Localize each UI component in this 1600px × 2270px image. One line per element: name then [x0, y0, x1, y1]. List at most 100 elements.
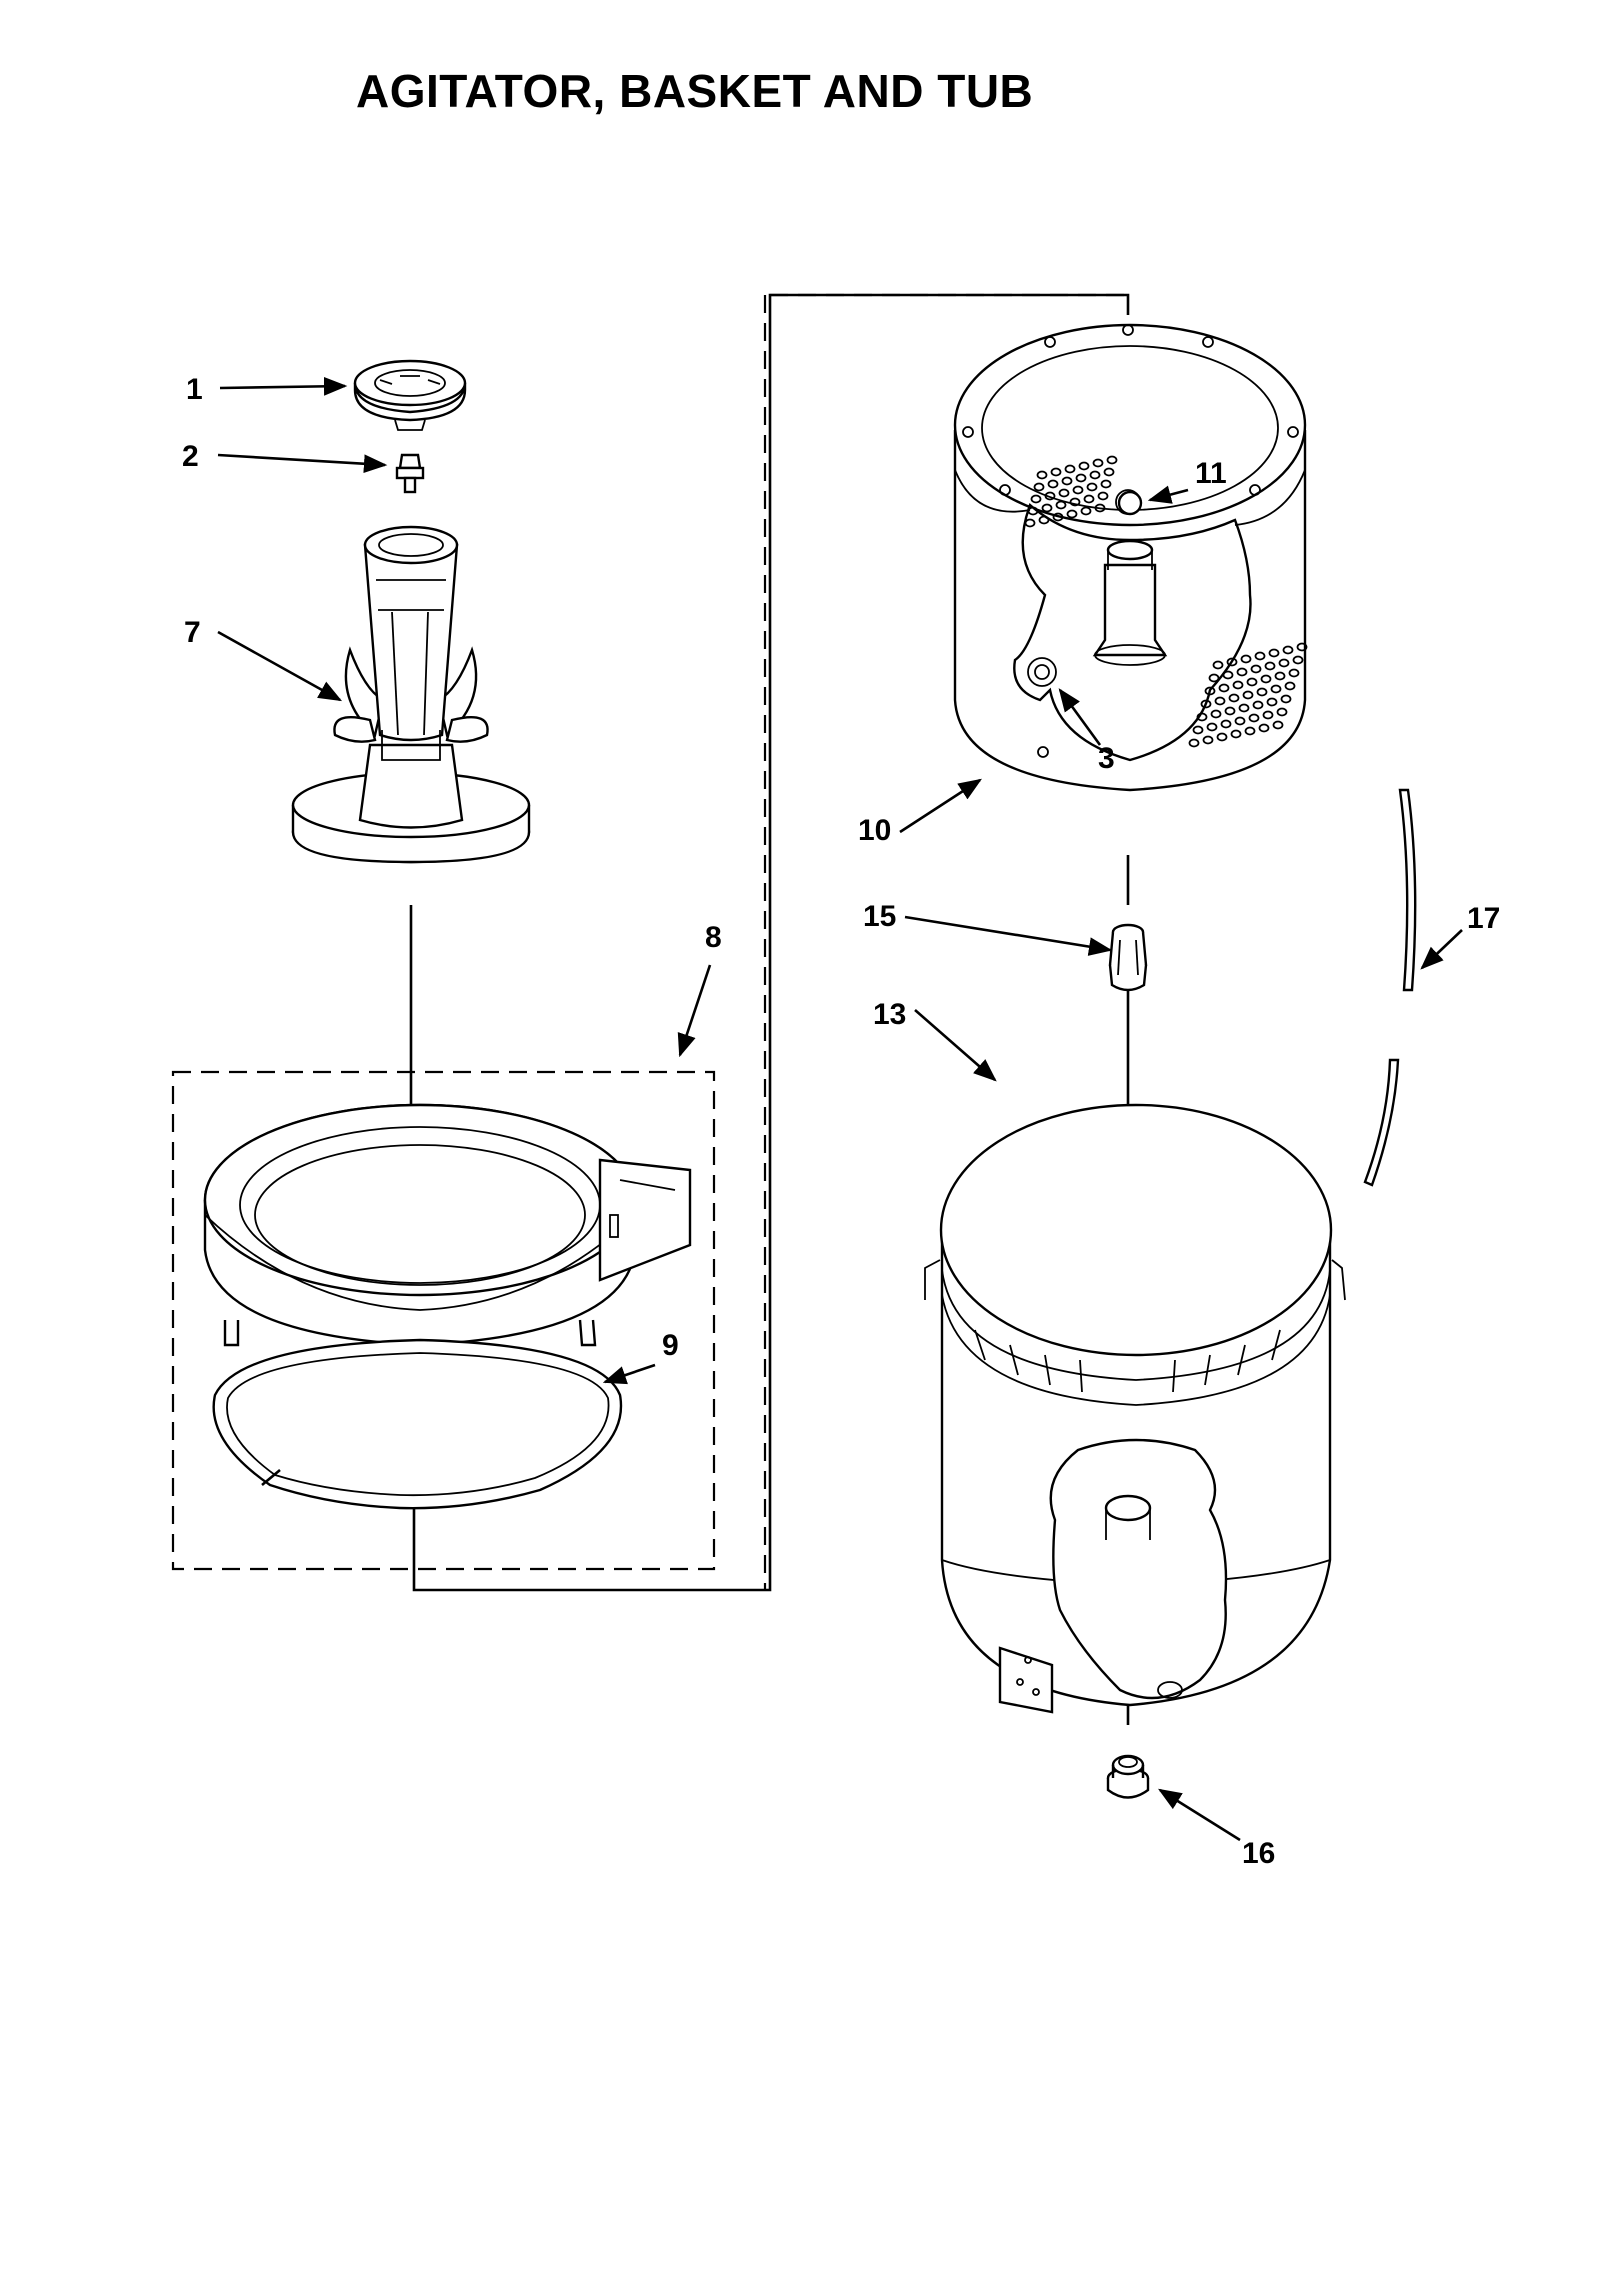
callout-10: 10 [858, 814, 891, 847]
perforation-hole [1106, 455, 1118, 465]
perforation-hole [1274, 671, 1286, 681]
perforation-hole [1200, 699, 1212, 709]
callout-7: 7 [184, 616, 201, 649]
perforation-hole [1083, 494, 1095, 504]
perforation-hole [1272, 720, 1284, 730]
perforation-hole [1033, 482, 1045, 492]
perforation-hole [1270, 684, 1282, 694]
callout-8: 8 [705, 921, 722, 954]
callout-16: 16 [1242, 1837, 1275, 1870]
callout-15: 15 [863, 900, 896, 933]
part-13-tub [924, 1103, 1346, 1714]
perforation-hole [1024, 518, 1036, 528]
callout-3: 3 [1098, 742, 1115, 775]
perforation-hole [1038, 515, 1050, 525]
diagram-title: AGITATOR, BASKET AND TUB [356, 65, 1034, 117]
perforation-hole [1036, 470, 1048, 480]
perforation-hole [1204, 686, 1216, 696]
perforation-hole [1061, 476, 1073, 486]
perforation-hole [1256, 687, 1268, 697]
perforation-hole [1066, 509, 1078, 519]
perforation-hole [1220, 719, 1232, 729]
callout-13: 13 [873, 998, 906, 1031]
perforation-hole [1248, 713, 1260, 723]
perforation-hole [1072, 485, 1084, 495]
perforation-hole [1208, 673, 1220, 683]
perforation-hole [1027, 506, 1039, 516]
callout-1: 1 [186, 373, 203, 406]
perforation-hole [1041, 503, 1053, 513]
perforation-hole [1103, 467, 1115, 477]
perforation-hole [1262, 710, 1274, 720]
leader-arrows [217, 376, 1463, 1842]
perforation-hole [1094, 503, 1106, 513]
part-1-agitator-cap [353, 359, 467, 431]
perforation-hole [1252, 700, 1264, 710]
perforation-hole [1100, 479, 1112, 489]
perforation-hole [1296, 642, 1308, 652]
perforation-hole [1044, 491, 1056, 501]
perforation-hole [1052, 512, 1064, 522]
perforation-hole [1242, 690, 1254, 700]
perforation-hole [1254, 651, 1266, 661]
perforation-hole [1228, 693, 1240, 703]
perforation-hole [1089, 470, 1101, 480]
perforation-hole [1236, 667, 1248, 677]
perforation-hole [1222, 670, 1234, 680]
perforation-hole [1078, 461, 1090, 471]
basket-perforations [1024, 455, 1308, 748]
perforation-hole [1050, 467, 1062, 477]
part-16-drain-grommet [1106, 1754, 1150, 1799]
perforation-hole [1258, 723, 1270, 733]
part-2-bolt [395, 453, 425, 494]
perforation-hole [1232, 680, 1244, 690]
part-15-hub-nut [1108, 923, 1148, 992]
perforation-hole [1226, 657, 1238, 667]
callout-17: 17 [1467, 902, 1500, 935]
callout-labels: 1 2 3 7 8 9 10 11 13 15 16 17 [182, 373, 1500, 1870]
part-10-basket [953, 323, 1307, 792]
part-17-hose [1363, 788, 1417, 1187]
part-8-group-box [171, 1070, 716, 1571]
perforation-hole [1058, 488, 1070, 498]
perforation-hole [1055, 500, 1067, 510]
perforation-hole [1278, 658, 1290, 668]
perforation-hole [1030, 494, 1042, 504]
perforation-hole [1202, 735, 1214, 745]
perforation-hole [1080, 506, 1092, 516]
perforation-hole [1260, 674, 1272, 684]
perforation-hole [1216, 732, 1228, 742]
part-11-grommet [1117, 490, 1143, 516]
perforation-hole [1250, 664, 1262, 674]
perforation-hole [1240, 654, 1252, 664]
perforation-hole [1188, 738, 1200, 748]
part-9-snap-ring [212, 1338, 623, 1510]
perforation-hole [1092, 458, 1104, 468]
perforation-hole [1218, 683, 1230, 693]
perforation-hole [1196, 712, 1208, 722]
callout-11: 11 [1195, 457, 1227, 490]
perforation-hole [1212, 660, 1224, 670]
perforation-hole [1276, 707, 1288, 717]
perforation-hole [1206, 722, 1218, 732]
perforation-hole [1292, 655, 1304, 665]
perforation-hole [1284, 681, 1296, 691]
callout-9: 9 [662, 1329, 679, 1362]
perforation-hole [1266, 697, 1278, 707]
perforation-hole [1234, 716, 1246, 726]
part-8-tub-ring [203, 1103, 692, 1397]
perforation-hole [1210, 709, 1222, 719]
perforation-hole [1192, 725, 1204, 735]
perforation-hole [1244, 726, 1256, 736]
perforation-hole [1224, 706, 1236, 716]
perforation-hole [1097, 491, 1109, 501]
perforation-hole [1230, 729, 1242, 739]
perforation-hole [1288, 668, 1300, 678]
perforation-hole [1280, 694, 1292, 704]
part-7-agitator [291, 525, 531, 864]
perforation-hole [1069, 497, 1081, 507]
perforation-hole [1075, 473, 1087, 483]
perforation-hole [1264, 661, 1276, 671]
